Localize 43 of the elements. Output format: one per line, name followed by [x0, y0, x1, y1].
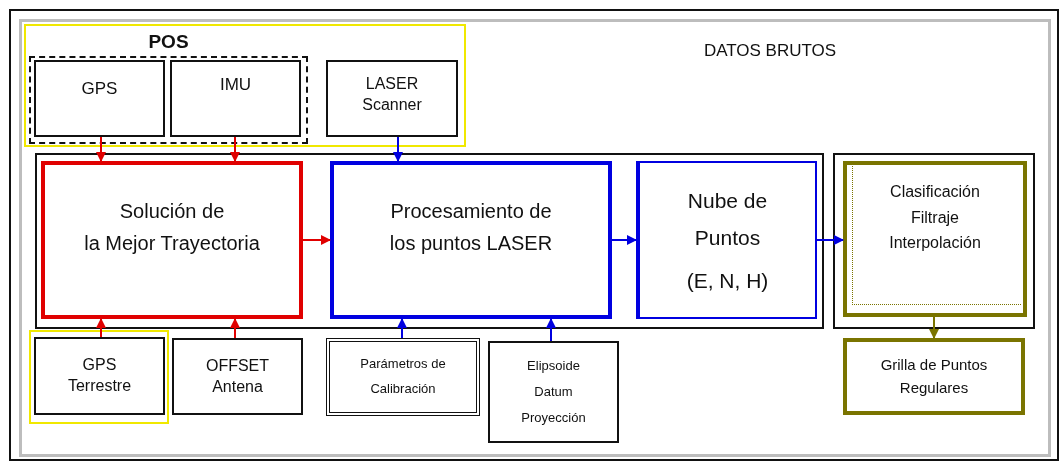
process-box [330, 161, 612, 319]
node-label: Clasificación Filtraje Interpolación [888, 182, 982, 254]
input-box [488, 341, 619, 443]
node-label: LASER Scanner [361, 74, 423, 115]
arrow [397, 318, 407, 339]
arrow [816, 235, 844, 245]
output-box [843, 338, 1025, 415]
node-label: GPS [81, 78, 118, 100]
group-frame [24, 24, 466, 147]
arrow [96, 318, 106, 338]
node-label: Nube de Puntos [686, 188, 769, 251]
arrow [230, 318, 240, 339]
group-heading: POS [147, 30, 190, 54]
sensor-box [326, 60, 458, 137]
node-label: Grilla de Puntos Regulares [879, 355, 989, 398]
process-box [843, 161, 1027, 317]
node-label: IMU [219, 74, 252, 96]
group-frame [35, 153, 824, 329]
node-label: Solución de la Mejor Trayectoria [83, 199, 261, 256]
arrow [611, 235, 637, 245]
node-label: Procesamiento de los puntos LASER [388, 199, 554, 256]
group-frame [29, 330, 169, 424]
arrow [929, 316, 939, 339]
node-label: Parámetros de Calibración [359, 355, 447, 398]
node-label: Elipsoide Datum Proyección [520, 357, 587, 427]
arrow [96, 136, 106, 162]
input-box [34, 337, 165, 415]
group-frame [833, 153, 1035, 329]
frame [19, 19, 1051, 457]
node-label: GPS Terrestre [66, 355, 133, 396]
sensor-box [170, 60, 301, 137]
arrow [230, 136, 240, 162]
node-label: (E, N, H) [685, 267, 770, 294]
arrow [302, 235, 331, 245]
input-box [326, 338, 480, 416]
process-box [41, 161, 303, 319]
input-box [172, 338, 303, 415]
node-label: OFFSET Antena [204, 355, 271, 397]
output-box [636, 161, 817, 319]
node-label: DATOS BRUTOS [703, 40, 837, 62]
arrow [393, 136, 403, 162]
sensor-box [34, 60, 165, 137]
arrow [546, 318, 556, 342]
